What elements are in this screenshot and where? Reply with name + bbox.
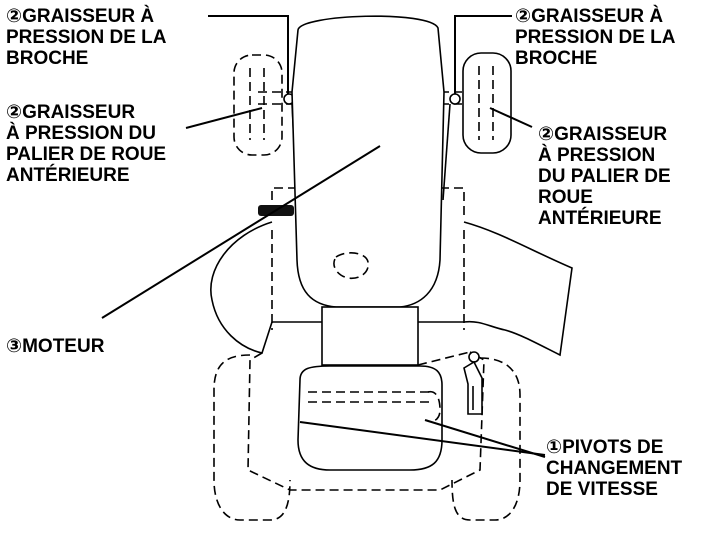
label-shift-pivots: ①PIVOTS DE CHANGEMENT DE VITESSE [546, 437, 683, 500]
rear-right-wheel [451, 357, 521, 521]
seat [297, 365, 443, 471]
discharge-chute [463, 221, 573, 357]
label-wheel-bearing-left: ②GRAISSEUR À PRESSION DU PALIER DE ROUE … [6, 102, 167, 186]
label-engine: ③MOTEUR [6, 336, 105, 357]
front-right-wheel [462, 52, 512, 154]
rear-left-wheel [213, 354, 291, 521]
label-spindle-grease-left: ②GRAISSEUR À PRESSION DE LA BROCHE [6, 6, 167, 69]
shift-lever [463, 351, 483, 415]
front-left-wheel [233, 54, 283, 156]
spindle-grease-fitting-right [449, 93, 461, 105]
hood [291, 15, 445, 308]
label-wheel-bearing-right: ②GRAISSEUR À PRESSION DU PALIER DE ROUE … [538, 124, 671, 229]
center-body [272, 306, 464, 366]
label-spindle-grease-right: ②GRAISSEUR À PRESSION DE LA BROCHE [515, 6, 676, 69]
deck-left [210, 221, 273, 354]
leader-lines [101, 15, 546, 458]
